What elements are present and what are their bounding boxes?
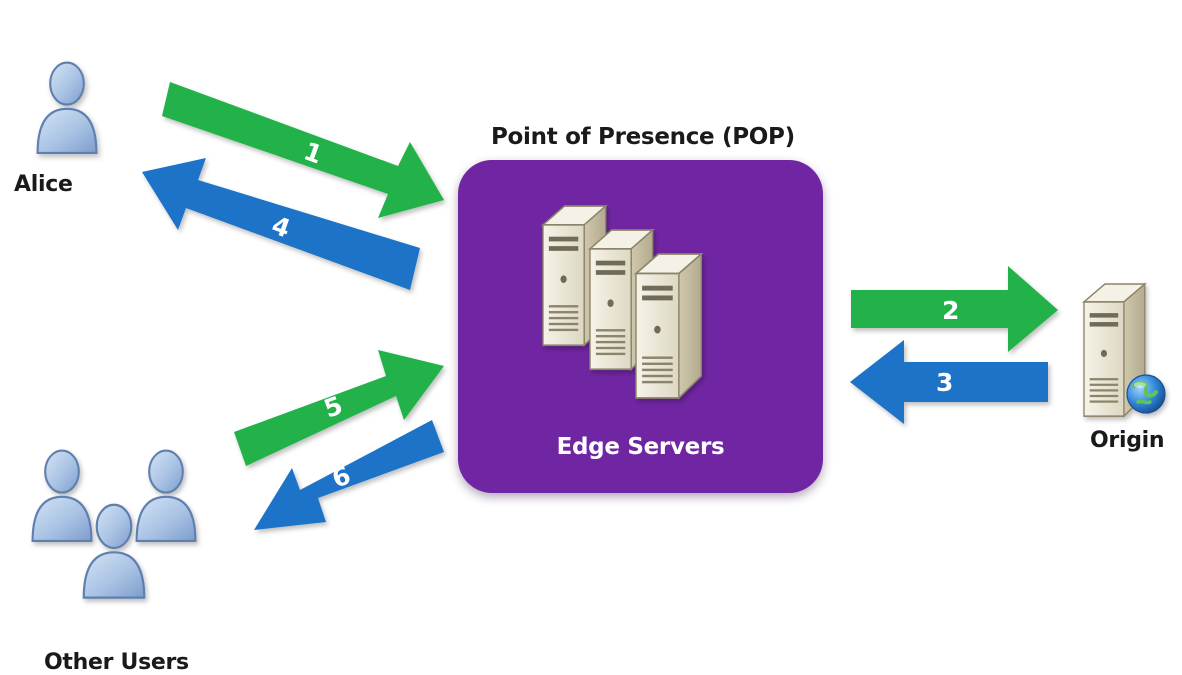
- other-users-icon: [31, 449, 197, 599]
- arrow-step-3-label: 3: [936, 368, 953, 397]
- globe-icon: [1126, 374, 1166, 414]
- arrow-step-6: 6: [254, 420, 444, 530]
- alice-label: Alice: [14, 172, 73, 197]
- arrow-step-1: 1: [162, 82, 444, 218]
- other-users-label: Other Users: [44, 650, 189, 675]
- pop-title: Point of Presence (POP): [491, 124, 795, 150]
- arrow-step-2: 2: [851, 266, 1058, 352]
- arrow-step-3: 3: [850, 340, 1048, 424]
- edge-servers-label: Edge Servers: [556, 434, 725, 460]
- alice-person-icon: [36, 61, 98, 154]
- arrow-step-5: 5: [234, 350, 444, 466]
- arrow-step-2-label: 2: [942, 296, 959, 325]
- origin-server-icon: [1083, 283, 1166, 417]
- pop-box: Edge Servers: [458, 160, 823, 493]
- origin-label: Origin: [1090, 428, 1165, 453]
- arrow-step-4: 4: [142, 158, 420, 290]
